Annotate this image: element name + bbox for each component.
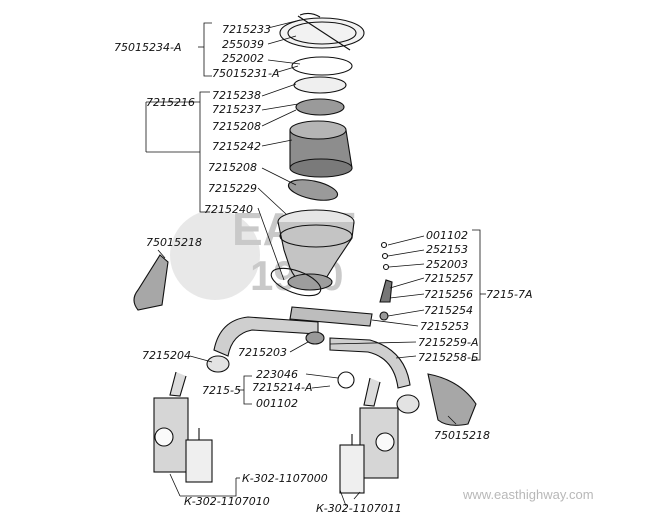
label-7215242: 7215242 — [212, 140, 261, 153]
label-7215-7a: 7215-7А — [486, 288, 533, 301]
label-k-302-1107000: К-302-1107000 — [242, 472, 328, 485]
label-7215237: 7215237 — [212, 103, 261, 116]
label-k-302-1107010: К-302-1107010 — [184, 495, 270, 508]
left-rubber-cone — [133, 254, 169, 311]
label-7215203: 7215203 — [238, 346, 287, 359]
label-7215254: 7215254 — [424, 304, 473, 317]
right-intake-pipe — [329, 337, 411, 389]
filter-housing — [277, 209, 355, 291]
label-252003: 252003 — [426, 258, 468, 271]
label-7215214-a: 7215214-А — [252, 381, 312, 394]
label-7215233: 7215233 — [222, 23, 271, 36]
label-001102-lower: 001102 — [256, 397, 298, 410]
filter-element — [289, 120, 353, 178]
label-7215258-b: 7215258-Б — [418, 351, 479, 364]
label-7215229: 7215229 — [208, 182, 257, 195]
label-7215238: 7215238 — [212, 89, 261, 102]
part-labels: 7215233 255039 252002 75015231-А 7501523… — [114, 23, 533, 515]
label-223046: 223046 — [256, 368, 298, 381]
label-252002: 252002 — [222, 52, 264, 65]
label-7215204: 7215204 — [142, 349, 191, 362]
label-7215216: 7215216 — [146, 96, 195, 109]
pipe-coupling — [305, 331, 325, 345]
label-7215208-lower: 7215208 — [208, 161, 257, 174]
hose-clamp — [337, 371, 355, 389]
label-75015234-a: 75015234-А — [114, 41, 181, 54]
mesh-filter-top — [295, 98, 345, 116]
label-7215-5: 7215-5 — [202, 384, 241, 397]
left-carburetor — [153, 371, 213, 483]
leader-lines — [145, 19, 486, 507]
label-7215240: 7215240 — [204, 203, 253, 216]
label-7215253: 7215253 — [420, 320, 469, 333]
label-75015218-right: 75015218 — [434, 429, 490, 442]
label-7215259-a: 7215259-А — [418, 336, 478, 349]
label-255039: 255039 — [222, 38, 264, 51]
label-75015231-a: 75015231-А — [212, 67, 279, 80]
label-7215208-upper: 7215208 — [212, 120, 261, 133]
crossover-tube — [289, 306, 373, 327]
label-7215256: 7215256 — [424, 288, 473, 301]
housing-gasket — [270, 267, 322, 297]
label-252153: 252153 — [426, 243, 468, 256]
website-footer: www.easthighway.com — [462, 487, 594, 502]
small-hardware — [379, 241, 393, 321]
gasket-ring — [291, 56, 353, 76]
right-rubber-cone — [427, 373, 477, 426]
seal-ring — [293, 76, 347, 94]
right-pipe-clamp — [396, 394, 420, 414]
air-filter-cover — [279, 12, 365, 51]
mesh-filter-bottom — [287, 179, 339, 201]
left-pipe-clamp — [206, 355, 230, 373]
label-k-302-1107011: К-302-1107011 — [316, 502, 402, 515]
right-carburetor — [339, 377, 399, 494]
label-001102-right: 001102 — [426, 229, 468, 242]
label-7215257: 7215257 — [424, 272, 473, 285]
label-75015218-left: 75015218 — [146, 236, 202, 249]
